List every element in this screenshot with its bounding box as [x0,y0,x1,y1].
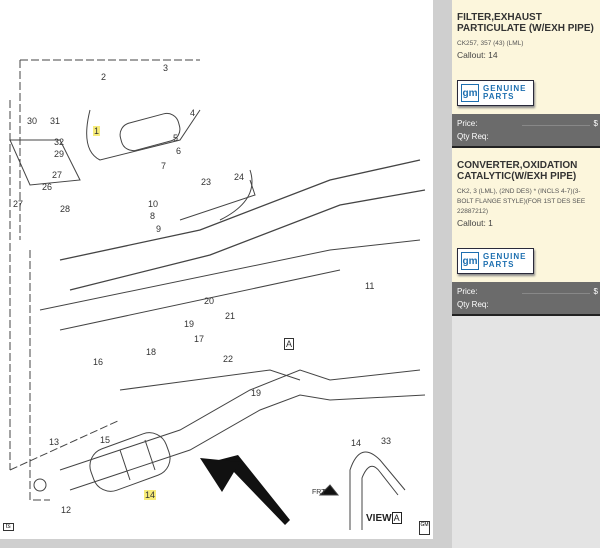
view-marker: A [284,338,295,350]
gm-logo-icon: gm [461,252,479,270]
parts-panel: FILTER,EXHAUST PARTICULATE (W/EXH PIPE) … [452,0,600,548]
gm-logo-icon: gm [461,84,479,102]
price-label: Price: [457,287,478,296]
callout[interactable]: 19 [184,319,195,329]
callout[interactable]: 32 [54,137,65,147]
corner-tag: ts [3,523,14,531]
callout[interactable]: 2 [101,72,107,82]
callout-highlighted[interactable]: 1 [93,126,101,136]
callout[interactable]: 13 [49,437,60,447]
brand-line1: GENUINE [483,252,527,261]
view-letter: A [391,512,402,524]
parts-diagram: 2 3 30 31 1 32 29 27 26 27 28 4 5 6 7 23… [0,0,433,539]
callout[interactable]: 26 [42,182,53,192]
gm-badge: GM [419,521,430,535]
price-value: $ [593,287,598,296]
part-card[interactable]: FILTER,EXHAUST PARTICULATE (W/EXH PIPE) … [452,0,600,148]
callout[interactable]: 11 [365,281,375,291]
part-callout: Callout: 1 [457,218,493,228]
callout[interactable]: 10 [148,199,159,209]
callout[interactable]: 21 [225,311,236,321]
callout[interactable]: 9 [156,224,162,234]
part-description: CK257, 357 (43) (LML) [457,40,524,47]
callout[interactable]: 27 [52,170,63,180]
price-label: Price: [457,119,478,128]
part-title[interactable]: CONVERTER,OXIDATION CATALYTIC(W/EXH PIPE… [457,160,578,182]
callout[interactable]: 33 [381,436,392,446]
brand-line2: PARTS [483,260,515,269]
callout[interactable]: 16 [93,357,104,367]
exhaust-system-illustration [9,59,426,530]
part-description: CK2, 3 (LML), (2ND DES) * (INCLS 4-7)(3-… [457,188,586,215]
callout[interactable]: 19 [251,388,262,398]
callout-highlighted[interactable]: 14 [144,490,157,500]
callout[interactable]: 20 [204,296,215,306]
brand-line1: GENUINE [483,84,527,93]
callout[interactable]: 5 [173,133,179,143]
callout[interactable]: 4 [190,108,196,118]
part-card[interactable]: CONVERTER,OXIDATION CATALYTIC(W/EXH PIPE… [452,148,600,316]
view-text: VIEW [366,513,392,524]
callout[interactable]: 14 [351,438,362,448]
callout[interactable]: 7 [161,161,167,171]
callout[interactable]: 18 [146,347,157,357]
front-indicator: FRT [312,489,326,496]
callout[interactable]: 27 [13,199,24,209]
price-box: Price: $ Qty Req: [452,282,600,316]
callout[interactable]: 12 [61,505,72,515]
callout[interactable]: 15 [100,435,111,445]
callout[interactable]: 22 [223,354,234,364]
part-title[interactable]: FILTER,EXHAUST PARTICULATE (W/EXH PIPE) [457,12,594,34]
qty-label: Qty Req: [457,300,489,309]
callout[interactable]: 28 [60,204,71,214]
part-callout: Callout: 14 [457,50,498,60]
callout[interactable]: 31 [50,116,61,126]
qty-label: Qty Req: [457,132,489,141]
callout[interactable]: 17 [194,334,205,344]
brand-line2: PARTS [483,92,515,101]
callout[interactable]: 23 [201,177,212,187]
price-box: Price: $ Qty Req: [452,114,600,148]
callout[interactable]: 3 [163,63,169,73]
callout[interactable]: 29 [54,149,65,159]
callout[interactable]: 8 [150,211,156,221]
price-value: $ [593,119,598,128]
callout[interactable]: 6 [176,146,182,156]
callout[interactable]: 30 [27,116,38,126]
callout[interactable]: 24 [234,172,245,182]
